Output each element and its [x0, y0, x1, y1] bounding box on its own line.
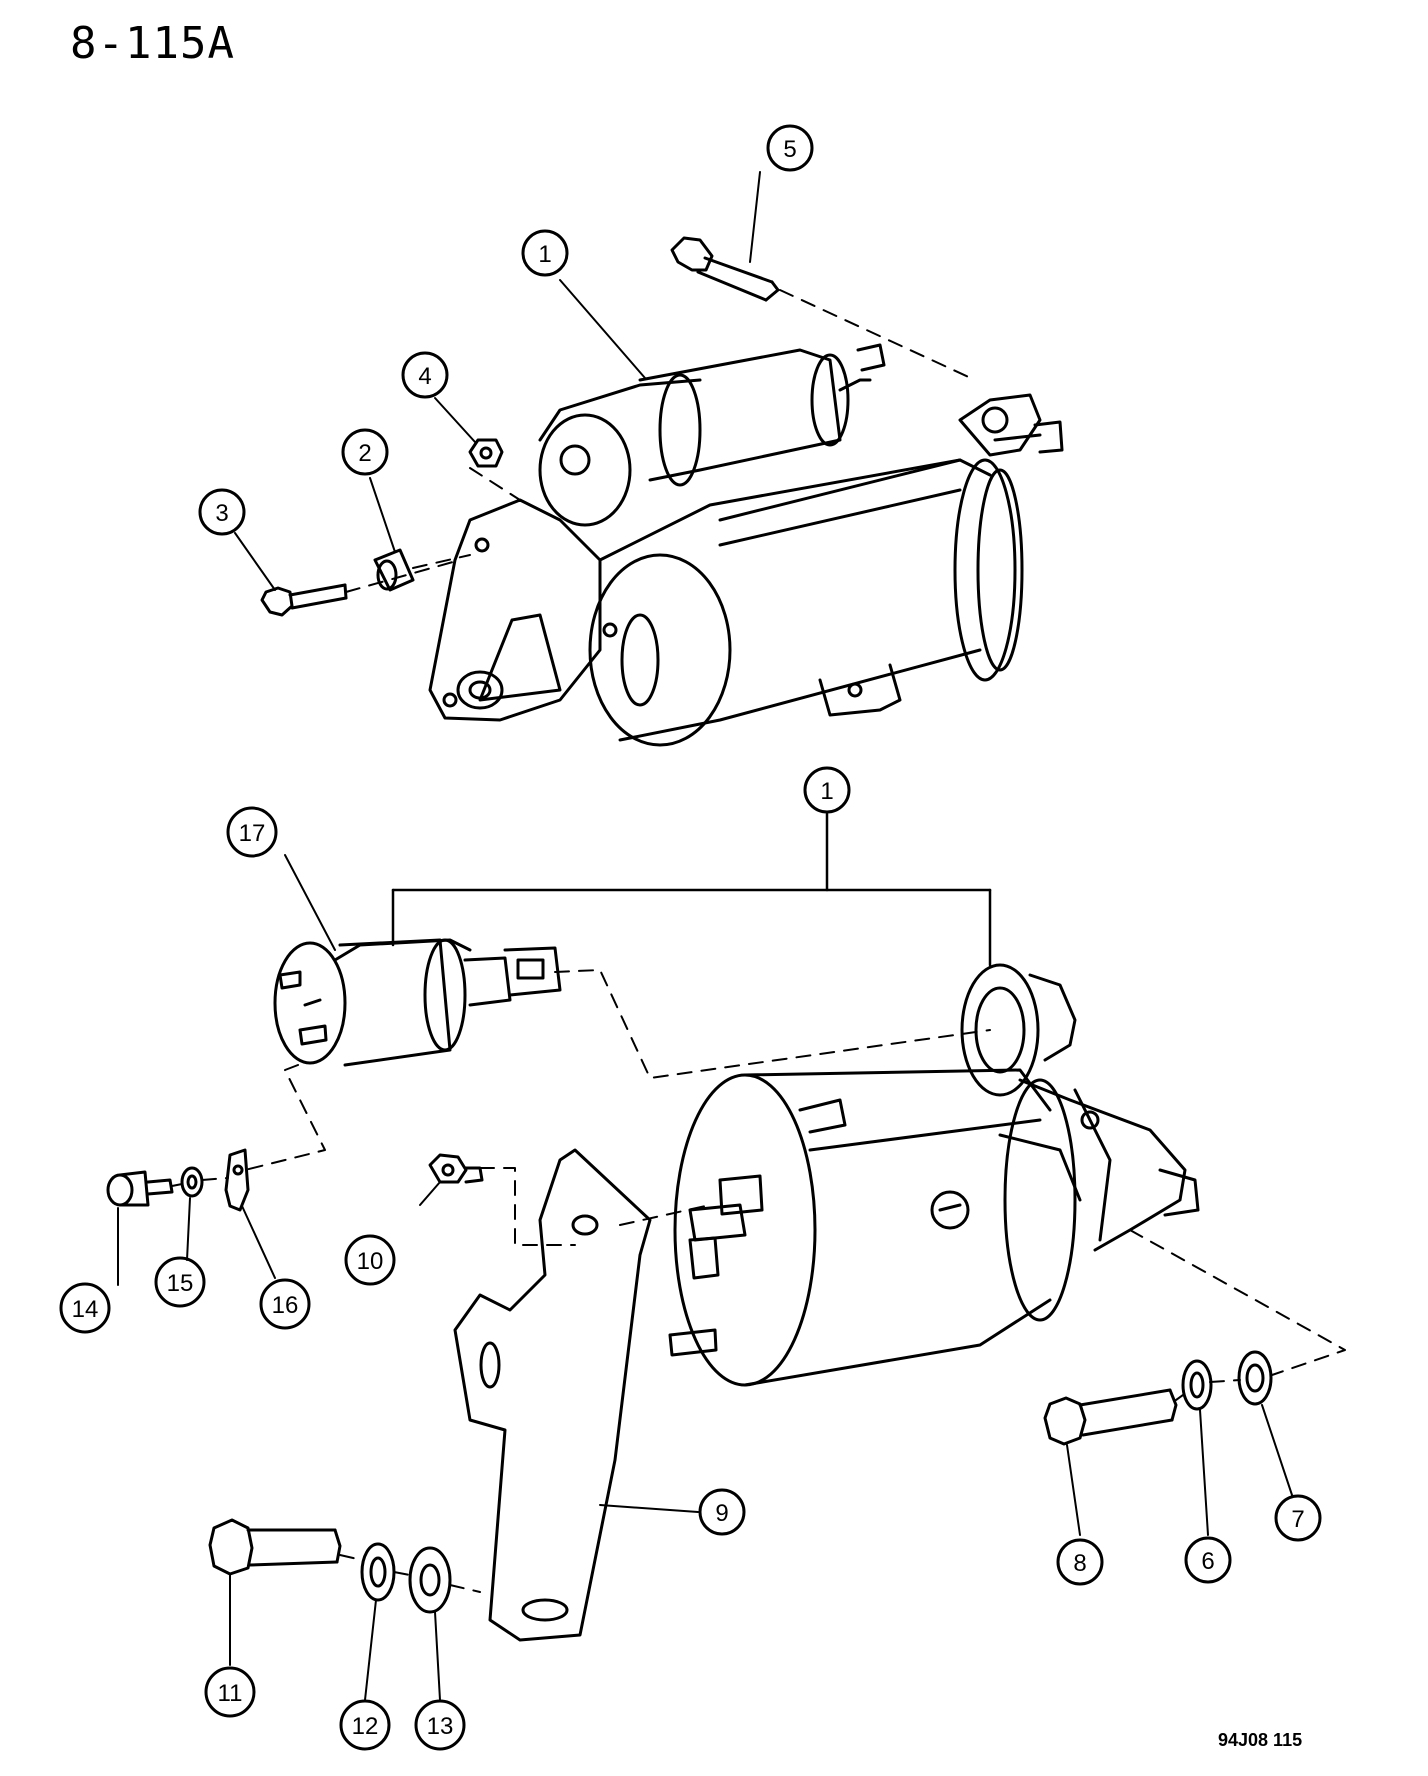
svg-text:14: 14	[72, 1296, 99, 1323]
reference-code: 94J08 115	[1218, 1730, 1303, 1750]
svg-text:17: 17	[239, 820, 266, 847]
svg-text:10: 10	[357, 1248, 384, 1275]
bolt-part-8	[1043, 1388, 1178, 1446]
lockwasher-part-6	[1181, 1359, 1213, 1411]
svg-text:2: 2	[358, 440, 371, 467]
callout-8: 8	[1056, 1538, 1104, 1586]
svg-text:7: 7	[1291, 1506, 1304, 1533]
svg-text:1: 1	[538, 241, 551, 268]
starter-motor-bottom	[668, 963, 1200, 1387]
callout-6: 6	[1184, 1536, 1232, 1584]
callout-13: 13	[414, 1699, 466, 1751]
svg-text:5: 5	[783, 136, 796, 163]
callout-1-top: 1	[521, 229, 569, 277]
bolt-part-11	[208, 1518, 342, 1576]
callout-15: 15	[154, 1256, 206, 1308]
terminal-part-16	[224, 1148, 250, 1212]
callout-16: 16	[259, 1278, 311, 1330]
callout-17: 17	[226, 806, 278, 858]
svg-text:4: 4	[418, 363, 431, 390]
screw-part-14	[106, 1170, 174, 1207]
page-title: 8-115A	[70, 18, 235, 69]
washer-part-15	[180, 1166, 204, 1198]
callout-2: 2	[341, 428, 389, 476]
svg-text:12: 12	[352, 1713, 379, 1740]
washer-part-7	[1237, 1350, 1273, 1406]
bolt-part-5	[670, 236, 780, 302]
callout-4: 4	[401, 351, 449, 399]
washer-part-13	[408, 1546, 452, 1614]
callout-14: 14	[59, 1282, 111, 1334]
leaders-bottom	[117, 854, 1293, 1701]
svg-text:16: 16	[272, 1292, 299, 1319]
leaders-top	[234, 171, 761, 591]
callout-11: 11	[204, 1666, 256, 1718]
lockwasher-part-12	[360, 1542, 396, 1602]
callout-12: 12	[339, 1699, 391, 1751]
svg-text:3: 3	[215, 500, 228, 527]
svg-text:8: 8	[1073, 1550, 1086, 1577]
callout-5: 5	[766, 124, 814, 172]
callout-9: 9	[698, 1488, 746, 1536]
svg-text:6: 6	[1201, 1548, 1214, 1575]
solenoid-part-17	[273, 938, 562, 1067]
callout-1-bracket	[391, 812, 992, 967]
svg-text:1: 1	[820, 778, 833, 805]
callout-1-bottom: 1	[803, 766, 851, 814]
svg-text:9: 9	[715, 1500, 728, 1527]
spacer-part-2	[373, 548, 415, 592]
starter-motor-top	[428, 343, 1064, 747]
assembly-lines-bottom	[171, 969, 1346, 1593]
nut-part-4	[468, 438, 504, 468]
svg-text:11: 11	[218, 1680, 243, 1707]
bracket-part-9	[453, 1148, 652, 1642]
nut-part-10	[428, 1153, 484, 1184]
callout-7: 7	[1274, 1494, 1322, 1542]
callout-3: 3	[198, 488, 246, 536]
callout-10: 10	[344, 1234, 396, 1286]
svg-text:13: 13	[427, 1713, 454, 1740]
assembly-lines-top	[345, 289, 976, 593]
svg-text:15: 15	[167, 1270, 194, 1297]
